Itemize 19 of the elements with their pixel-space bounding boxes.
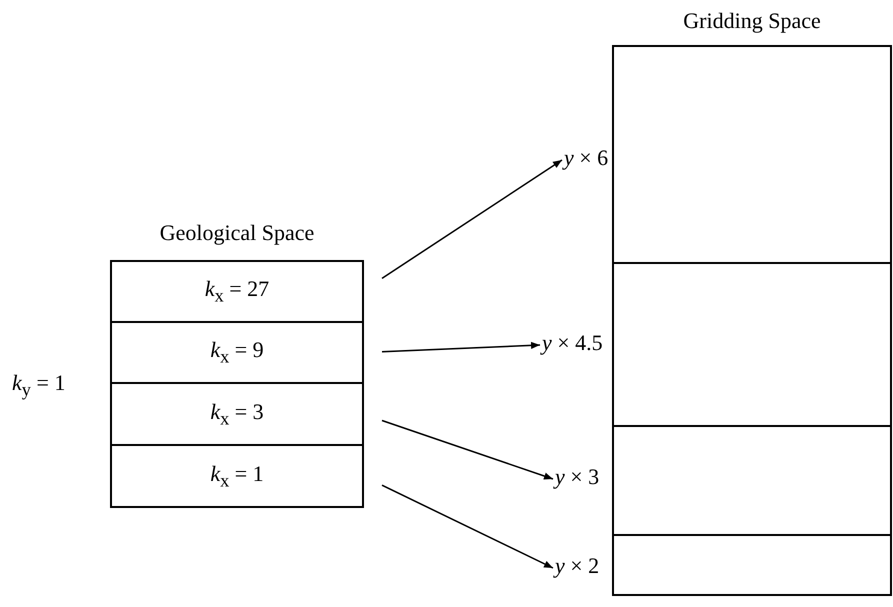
table-cell: k$_{x}$ = 27	[110, 260, 364, 323]
empty-cell	[612, 45, 892, 264]
arrow	[382, 420, 554, 480]
table-cell: k$_{x}$ = 1	[110, 444, 364, 508]
stack-title: Gridding Space	[682, 8, 822, 34]
table-cell: k$_{x}$ = 3	[110, 382, 364, 446]
formula-text: y × 4.5	[540, 330, 610, 360]
arrow	[382, 484, 554, 569]
empty-cell	[612, 534, 892, 596]
empty-cell	[612, 262, 892, 427]
formula-label: k$_{y}$ = 1	[11, 370, 66, 400]
arrow	[382, 342, 540, 352]
formula-text: y × 6	[562, 145, 632, 175]
stack-title: Geological Space	[158, 220, 316, 246]
table-cell: k$_{x}$ = 9	[110, 321, 364, 384]
formula-text: y × 2	[553, 553, 603, 583]
arrow	[382, 159, 562, 279]
empty-cell	[612, 425, 892, 536]
formula-text: y × 3	[553, 464, 603, 494]
